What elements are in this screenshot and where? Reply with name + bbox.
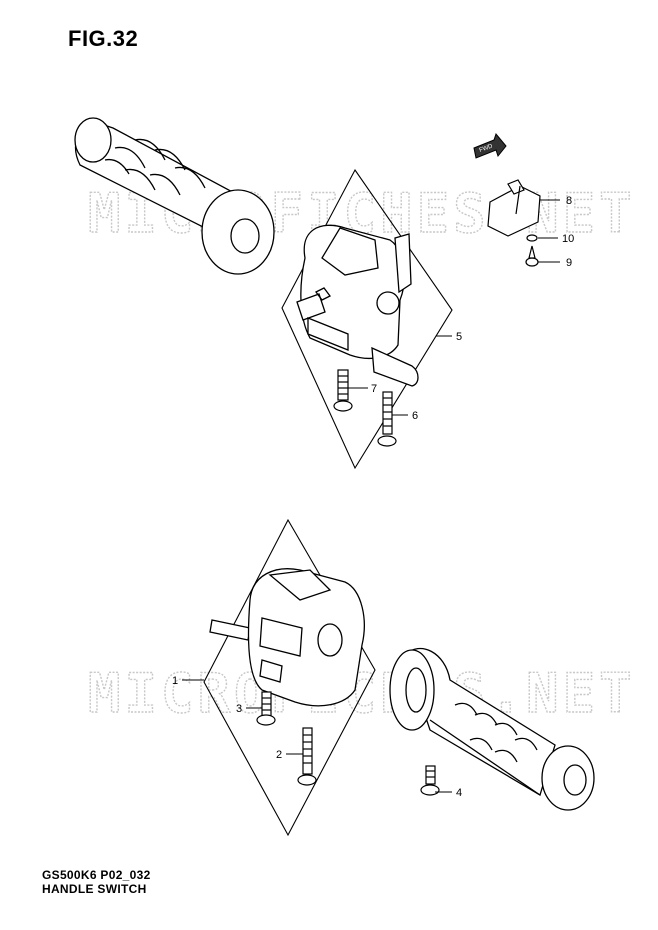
leader-lines	[182, 199, 560, 793]
callout-3: 3	[236, 703, 242, 715]
callout-10: 10	[562, 233, 574, 245]
left-switch-housing	[296, 224, 419, 387]
callout-7: 7	[371, 383, 377, 395]
screw-7	[333, 369, 353, 412]
callout-4: 4	[456, 787, 462, 799]
screw-6	[377, 391, 397, 447]
callout-8: 8	[566, 195, 572, 207]
right-grip	[389, 647, 595, 811]
screw-4	[420, 765, 440, 796]
callout-5: 5	[456, 331, 462, 343]
fwd-arrow-icon: FWD	[473, 132, 507, 159]
fwd-label: FWD	[479, 143, 495, 154]
figure-name: HANDLE SWITCH	[42, 882, 147, 896]
callout-2: 2	[276, 749, 282, 761]
figure-code: GS500K6 P02_032	[42, 868, 151, 882]
callout-1: 1	[172, 675, 178, 687]
callout-9: 9	[566, 257, 572, 269]
figure-title: FIG.32	[68, 26, 139, 51]
right-switch-housing	[209, 568, 365, 707]
watermark-bottom: MICROFICHES.NET	[88, 662, 636, 725]
washer-10	[526, 234, 538, 242]
screw-9	[525, 245, 539, 267]
screw-3	[256, 691, 276, 726]
screw-2	[297, 727, 317, 786]
left-grip	[74, 117, 275, 275]
switch-part-8	[487, 179, 541, 237]
callout-6: 6	[412, 410, 418, 422]
